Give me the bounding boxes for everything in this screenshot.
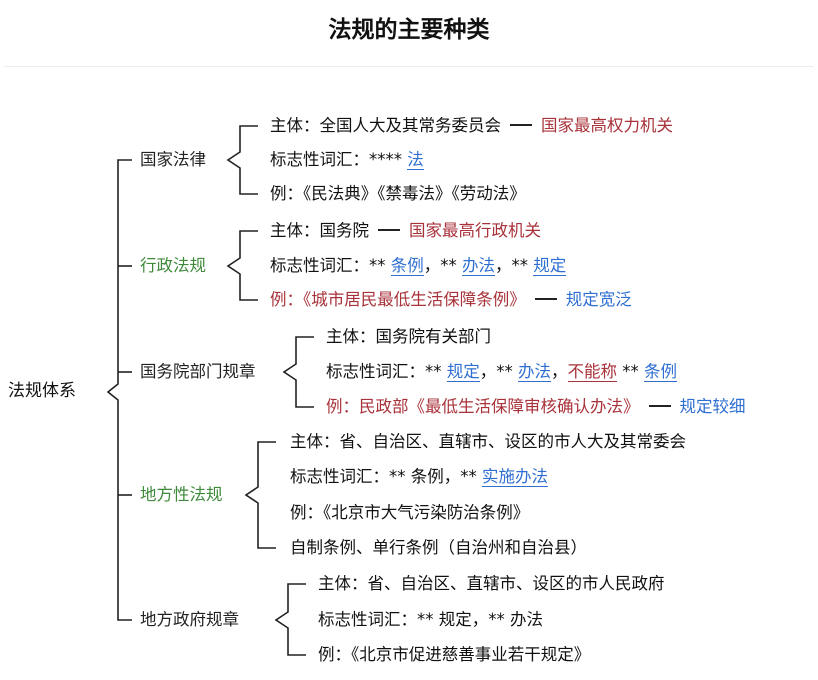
keyword-highlight: 规定 [533, 256, 567, 276]
line-text: 例：民政部《最低生活保障审核确认办法》 [326, 397, 640, 416]
keyword-highlight: 法 [407, 150, 424, 170]
line-text: 规定宽泛 [565, 290, 632, 309]
title-divider [4, 66, 814, 67]
keyword-highlight: 办法 [462, 256, 495, 276]
line-text: 主体：省、自治区、直辖市、设区的市人民政府 [318, 574, 665, 593]
line-text: 例：《城市居民最低生活保障条例》 [270, 290, 526, 309]
root-node: 法规体系 [8, 381, 76, 401]
line-text: 主体：省、自治区、直辖市、设区的市人大及其常委会 [290, 432, 686, 451]
line-text: 主体：国务院 [270, 221, 369, 240]
line-text: 主体：全国人大及其常务委员会 [270, 116, 501, 135]
branch-brace [274, 583, 306, 656]
line-text: 例：《北京市促进慈善事业若干规定》 [318, 645, 591, 664]
line-text: 自制条例、单行条例（自治州和自治县） [290, 538, 587, 557]
branch-line: 主体：国务院有关部门 [326, 326, 491, 348]
branch-line: 例：《城市居民最低生活保障条例》 规定宽泛 [270, 289, 632, 311]
branch-line: 标志性词汇：** 条例，** 实施办法 [290, 466, 548, 488]
branch-label: 地方政府规章 [140, 610, 239, 629]
diagram-title: 法规的主要种类 [328, 17, 490, 43]
line-text: 例：《民法典》《禁毒法》《劳动法》 [270, 184, 526, 203]
keyword-highlight: 规定 [446, 362, 480, 382]
branch-line: 标志性词汇：**** 法 [270, 149, 424, 171]
line-text: ，** [423, 256, 462, 275]
branch-line: 主体：全国人大及其常务委员会 国家最高权力机关 [270, 115, 673, 137]
line-text: 标志性词汇：**** [270, 150, 408, 169]
line-text: ** [617, 362, 644, 381]
line-text: 标志性词汇：** 条例，** [290, 467, 482, 486]
line-text: 规定较细 [679, 397, 746, 416]
line-text: 标志性词汇：** 规定，** 办法 [318, 610, 543, 629]
branch-brace [226, 125, 258, 195]
keyword-highlight: 条例 [644, 362, 677, 382]
branch-brace [244, 441, 276, 549]
dash-connector [510, 123, 532, 126]
line-text: ，** [479, 362, 518, 381]
line-text: 主体：国务院有关部门 [326, 327, 491, 346]
branch-line: 自制条例、单行条例（自治州和自治县） [290, 537, 587, 559]
keyword-highlight: 实施办法 [482, 467, 548, 487]
branch-line: 标志性词汇：** 条例，** 办法，** 规定 [270, 255, 567, 277]
branch-line: 例：《北京市大气污染防治条例》 [290, 502, 529, 524]
line-text: 标志性词汇：** [326, 362, 447, 381]
branch-brace [282, 336, 314, 408]
line-text: 国家最高权力机关 [541, 116, 673, 135]
branch-brace [226, 230, 258, 301]
branch-label: 国家法律 [140, 150, 206, 169]
branch-label: 国务院部门规章 [140, 362, 256, 381]
branch-label: 地方性法规 [140, 485, 223, 504]
keyword-highlight: 不能称 [567, 362, 617, 382]
branch-line: 标志性词汇：** 规定，** 办法，不能称 ** 条例 [326, 361, 677, 383]
branch-line: 主体：省、自治区、直辖市、设区的市人民政府 [318, 573, 665, 595]
line-text: 标志性词汇：** [270, 256, 391, 275]
line-text: 国家最高行政机关 [409, 221, 541, 240]
branch-line: 例：《北京市促进慈善事业若干规定》 [318, 644, 590, 666]
line-text: ， [551, 362, 568, 381]
root-brace [106, 159, 132, 621]
dash-connector [648, 404, 671, 407]
branch-label: 行政法规 [140, 256, 206, 275]
branch-line: 例：民政部《最低生活保障审核确认办法》 规定较细 [326, 396, 746, 418]
line-text: ，** [495, 256, 534, 275]
dash-connector [534, 297, 557, 300]
keyword-highlight: 条例 [390, 256, 424, 276]
branch-line: 例：《民法典》《禁毒法》《劳动法》 [270, 183, 526, 205]
branch-line: 标志性词汇：** 规定，** 办法 [318, 609, 543, 631]
keyword-highlight: 办法 [518, 362, 551, 382]
dash-connector [378, 228, 400, 231]
line-text: 例：《北京市大气污染防治条例》 [290, 503, 530, 522]
branch-line: 主体：省、自治区、直辖市、设区的市人大及其常委会 [290, 431, 686, 453]
branch-line: 主体：国务院 国家最高行政机关 [270, 220, 541, 242]
